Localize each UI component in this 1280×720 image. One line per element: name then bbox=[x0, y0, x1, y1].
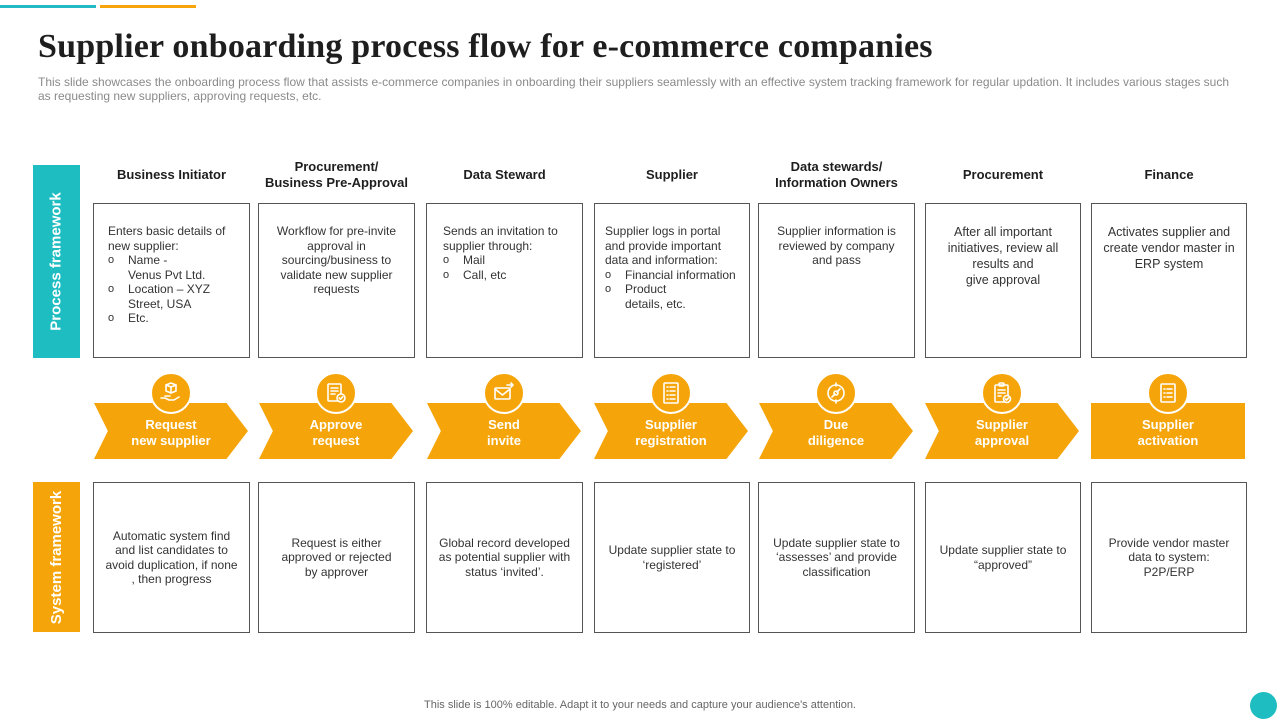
process-box-finance: Activates supplier and create vendor mas… bbox=[1091, 203, 1247, 358]
process-box-data-stewards: Supplier information is reviewed by comp… bbox=[758, 203, 915, 358]
process-intro: Sends an invitation to supplier through: bbox=[443, 224, 558, 253]
page-title: Supplier onboarding process flow for e-c… bbox=[38, 28, 933, 65]
process-intro: Enters basic details of new supplier: bbox=[108, 224, 226, 253]
page-subtitle: This slide showcases the onboarding proc… bbox=[38, 75, 1230, 103]
list-item: Call, etc bbox=[443, 268, 574, 283]
column-header-data-stewards-information-owners: Data stewards/ Information Owners bbox=[775, 159, 898, 190]
process-bullet-list: Financial information Product details, e… bbox=[605, 268, 741, 312]
column-header-supplier: Supplier bbox=[645, 167, 698, 182]
process-box-procurement-preapproval: Workflow for pre-invite approval in sour… bbox=[258, 203, 415, 358]
due-diligence-icon bbox=[815, 372, 857, 414]
process-text: Activates supplier and create vendor mas… bbox=[1103, 225, 1235, 271]
system-box-supplier: Update supplier state to ‘registered’ bbox=[594, 482, 750, 633]
column-header-procurement-preapproval: Procurement/ Business Pre-Approval bbox=[264, 159, 409, 190]
system-box-data-steward: Global record developed as potential sup… bbox=[426, 482, 583, 633]
list-item: Product details, etc. bbox=[605, 282, 741, 311]
corner-dot bbox=[1250, 692, 1277, 719]
list-item: Etc. bbox=[108, 311, 241, 326]
column-header-business-initiator: Business Initiator bbox=[116, 167, 227, 182]
list-item: Financial information bbox=[605, 268, 741, 283]
system-box-finance: Provide vendor master data to system: P2… bbox=[1091, 482, 1247, 633]
column-header-data-steward: Data Steward bbox=[463, 167, 546, 182]
send-envelope-icon bbox=[483, 372, 525, 414]
system-framework-label: System framework bbox=[33, 482, 80, 632]
process-box-business-initiator: Enters basic details of new supplier: Na… bbox=[93, 203, 250, 358]
system-box-procurement: Update supplier state to “approved” bbox=[925, 482, 1081, 633]
process-box-procurement: After all important initiatives, review … bbox=[925, 203, 1081, 358]
process-text: Supplier information is reviewed by comp… bbox=[777, 224, 896, 267]
approve-document-icon bbox=[315, 372, 357, 414]
list-item: Location – XYZ Street, USA bbox=[108, 282, 241, 311]
process-intro: Supplier logs in portal and provide impo… bbox=[605, 224, 722, 267]
registration-form-icon bbox=[650, 372, 692, 414]
process-bullet-list: Mail Call, etc bbox=[443, 253, 574, 282]
process-text: After all important initiatives, review … bbox=[947, 225, 1059, 287]
top-accent-bar-teal bbox=[0, 5, 96, 8]
clipboard-check-icon bbox=[981, 372, 1023, 414]
system-box-business-initiator: Automatic system find and list candidate… bbox=[93, 482, 250, 633]
process-box-supplier: Supplier logs in portal and provide impo… bbox=[594, 203, 750, 358]
column-header-procurement: Procurement bbox=[962, 167, 1044, 182]
process-box-data-steward: Sends an invitation to supplier through:… bbox=[426, 203, 583, 358]
top-accent-bar-orange bbox=[100, 5, 196, 8]
list-item: Name - Venus Pvt Ltd. bbox=[108, 253, 241, 282]
system-box-data-stewards: Update supplier state to ‘assesses’ and … bbox=[758, 482, 915, 633]
hand-box-icon bbox=[150, 372, 192, 414]
checklist-icon bbox=[1147, 372, 1189, 414]
column-header-finance: Finance bbox=[1144, 167, 1194, 182]
system-box-procurement-preapproval: Request is either approved or rejected b… bbox=[258, 482, 415, 633]
process-text: Workflow for pre-invite approval in sour… bbox=[276, 224, 397, 296]
process-framework-label: Process framework bbox=[33, 165, 80, 358]
stage-approve-request: Approve request bbox=[259, 403, 413, 459]
process-bullet-list: Name - Venus Pvt Ltd. Location – XYZ Str… bbox=[108, 253, 241, 326]
list-item: Mail bbox=[443, 253, 574, 268]
footer-note: This slide is 100% editable. Adapt it to… bbox=[424, 699, 856, 711]
